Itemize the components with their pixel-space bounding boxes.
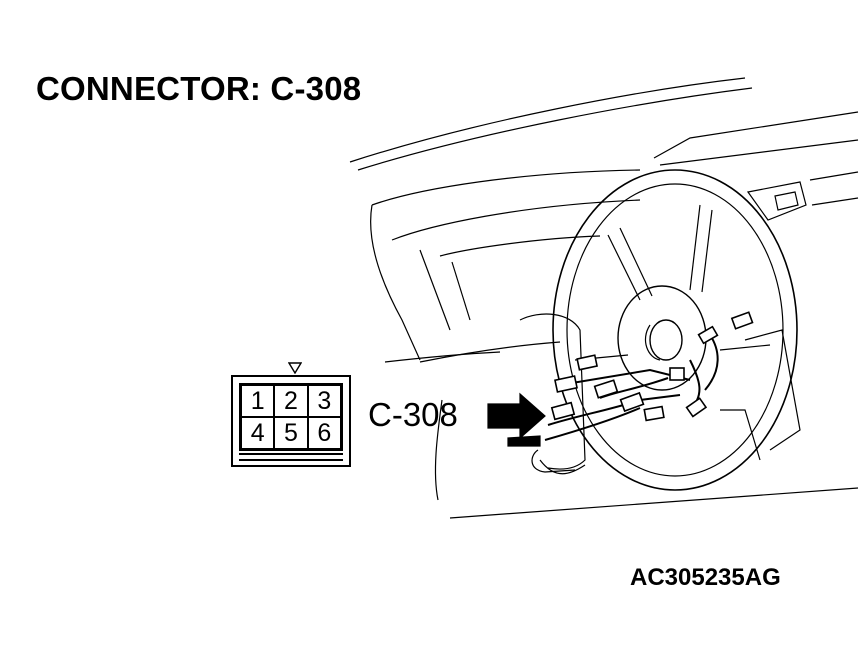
connector-lock-line <box>239 459 343 461</box>
pin-6: 6 <box>307 417 341 449</box>
pin-5: 5 <box>274 417 308 449</box>
connector-callout-label: C-308 <box>368 396 458 433</box>
pin-3: 3 <box>307 385 341 417</box>
connector-housing <box>231 375 351 467</box>
connector-key-marker <box>288 362 302 374</box>
connector-lock-line <box>239 453 343 455</box>
figure-code: AC305235AG <box>630 564 781 591</box>
pin-2: 2 <box>274 385 308 417</box>
connector-pinout: 1 2 3 4 5 6 <box>231 375 351 467</box>
pin-4: 4 <box>241 417 275 449</box>
connector-pin-grid: 1 2 3 4 5 6 <box>239 383 343 451</box>
pin-1: 1 <box>241 385 275 417</box>
diagram-title: CONNECTOR: C-308 <box>36 70 362 107</box>
